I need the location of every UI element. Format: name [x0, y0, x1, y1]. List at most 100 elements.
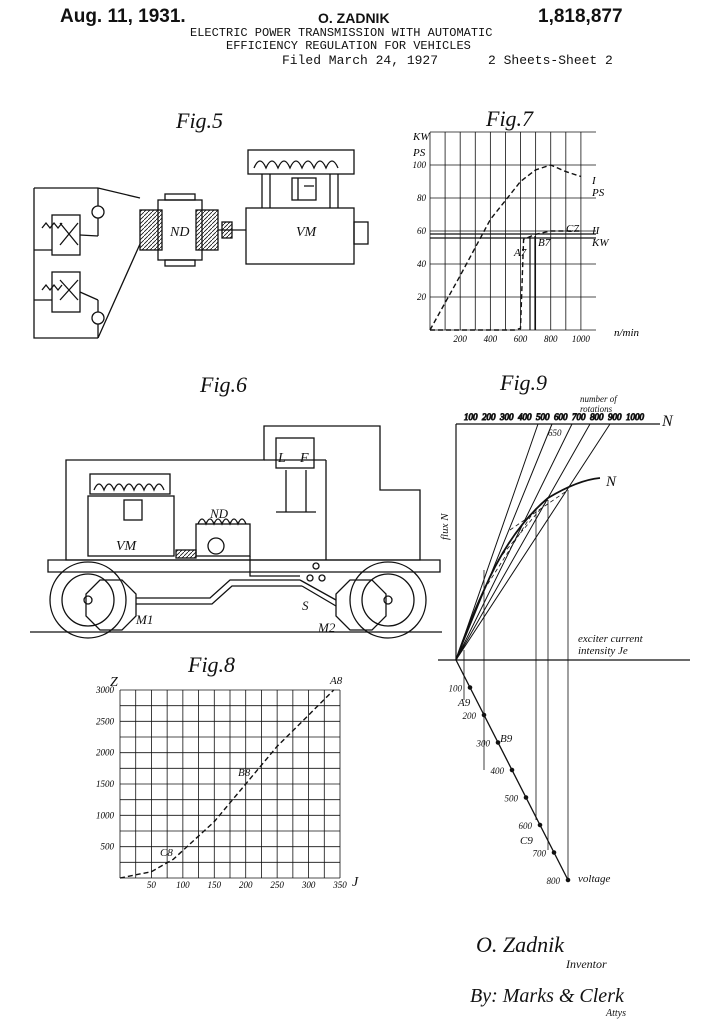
fig7-ytick: 60: [417, 226, 427, 236]
fig9-rot-symbol: N: [661, 413, 674, 430]
fig8-ytick: 1500: [96, 779, 115, 789]
fig9-volt-tick: 600: [519, 821, 533, 831]
fig5-vm-label: VM: [296, 225, 318, 240]
fig9-volt-point: [523, 795, 529, 800]
fig7-ytick: 80: [417, 193, 427, 203]
patent-title-line2: EFFICIENCY REGULATION FOR VEHICLES: [226, 39, 471, 53]
fig9-rot-tick: 100: [464, 412, 478, 422]
patent-date: Aug. 11, 1931.: [60, 6, 186, 27]
fig8-ytick: 3000: [95, 685, 115, 695]
fig9-rot-tick: 500: [536, 412, 550, 422]
fig7-xtick: 200: [453, 334, 467, 344]
signature-attys: Attys: [605, 1008, 626, 1019]
fig7-xunit: n/min: [614, 327, 640, 339]
fig6-l-label: L: [277, 451, 286, 466]
figure-5: Fig.5 ND VM: [33, 108, 369, 339]
fig9-volt-label: voltage: [578, 873, 610, 885]
fig8-ytick: 1000: [96, 810, 115, 820]
fig6-f-label: F: [299, 451, 309, 466]
fig7-xtick: 400: [484, 334, 498, 344]
fig7-label: Fig.7: [485, 106, 534, 131]
fig9-point-a: A9: [457, 697, 471, 709]
fig9-rot-650: 650: [548, 428, 562, 438]
fig7-point-a: A7: [513, 247, 527, 259]
sheet-number: 2 Sheets-Sheet 2: [488, 53, 613, 68]
fig9-point-c: C9: [520, 835, 533, 847]
fig7-xtick: 800: [544, 334, 558, 344]
fig9-label: Fig.9: [499, 370, 547, 395]
patent-title-line1: ELECTRIC POWER TRANSMISSION WITH AUTOMAT…: [190, 26, 493, 40]
fig6-vm-label: VM: [116, 539, 138, 554]
fig9-volt-tick: 800: [547, 876, 561, 886]
fig5-nd-label: ND: [169, 225, 189, 240]
fig9-rot-label1: number of: [580, 394, 618, 404]
fig7-curve-I-unit: PS: [591, 187, 605, 199]
fig9-rot-tick: 600: [554, 412, 568, 422]
fig8-label: Fig.8: [187, 652, 235, 677]
fig8-ytick: 2500: [96, 716, 115, 726]
inventor-name: O. ZADNIK: [318, 10, 390, 26]
fig9-rot-label2: rotations: [580, 404, 613, 414]
fig8-xtick: 50: [147, 880, 157, 890]
fig9-volt-tick: 700: [533, 849, 547, 859]
signature-block: O. Zadnik Inventor By: Marks & Clerk Att…: [470, 932, 626, 1019]
fig9-volt-tick: 100: [449, 684, 463, 694]
fig7-point-b: B7: [538, 237, 551, 249]
fig7-ytick: 100: [413, 160, 427, 170]
fig7-ytick: 40: [417, 259, 427, 269]
fig9-volt-point: [481, 712, 487, 718]
fig6-m1-label: M1: [135, 612, 153, 627]
fig9-rot-tick: 200: [482, 412, 496, 422]
fig8-xtick: 200: [239, 880, 253, 890]
figure-6: Fig.6 L F VM ND M1 M2 S: [30, 372, 442, 639]
fig8-curve: [119, 689, 335, 879]
signature-name: O. Zadnik: [476, 932, 565, 957]
fig8-xlabel: J: [352, 875, 359, 890]
fig8-xtick: 300: [301, 880, 316, 890]
fig6-nd-label: ND: [209, 506, 229, 521]
fig7-ytick: 20: [417, 292, 427, 302]
fig9-curve-label: N: [605, 474, 617, 490]
fig7-ylabel-ps: PS: [412, 147, 426, 159]
fig6-s-label: S: [302, 598, 309, 613]
fig7-point-c: C7: [566, 223, 579, 235]
fig9-volt-tick: 500: [505, 794, 519, 804]
fig9-volt-point: [537, 822, 543, 828]
fig9-exc-label2: intensity Je: [578, 645, 628, 657]
fig6-m2-label: M2: [317, 620, 336, 635]
fig8-ytick: 500: [101, 842, 115, 852]
fig8-xtick: 100: [176, 880, 190, 890]
fig9-volt-point: [551, 850, 557, 855]
filed-date: Filed March 24, 1927: [282, 53, 439, 68]
fig9-rot-tick: 400: [518, 412, 532, 422]
fig8-ylabel: Z: [110, 675, 118, 690]
fig9-volt-point: [495, 740, 501, 745]
fig9-volt-tick: 300: [476, 739, 491, 749]
fig8-point-a: A8: [329, 675, 343, 687]
fig7-xtick: 1000: [572, 334, 591, 344]
patent-number: 1,818,877: [538, 6, 623, 27]
fig5-label: Fig.5: [175, 108, 223, 133]
fig8-xtick: 350: [332, 880, 347, 890]
signature-by: By: Marks & Clerk: [470, 985, 625, 1007]
fig8-xtick: 150: [208, 880, 222, 890]
fig9-rot-tick: 800: [590, 412, 604, 422]
fig8-ytick: 2000: [96, 748, 115, 758]
fig9-rot-tick: 300: [499, 412, 514, 422]
fig7-curve-II-unit: KW: [591, 237, 609, 249]
fig7-xtick: 600: [514, 334, 528, 344]
fig9-volt-point: [467, 685, 473, 690]
fig9-volt-point: [509, 767, 515, 773]
figure-8: Fig.8 Z 500 1000 1500 2000 2500 3000 50 100 150 2…: [95, 652, 359, 890]
fig9-rot-tick: 1000: [626, 412, 645, 422]
fig9-rot-tick: 700: [572, 412, 586, 422]
fig8-xtick: 250: [270, 880, 284, 890]
fig9-flux-label: flux N: [439, 513, 451, 540]
fig9-point-b: B9: [500, 733, 513, 745]
fig9-volt-point: [565, 877, 571, 883]
signature-role: Inventor: [565, 957, 607, 971]
fig8-point-b: B8: [238, 767, 251, 779]
